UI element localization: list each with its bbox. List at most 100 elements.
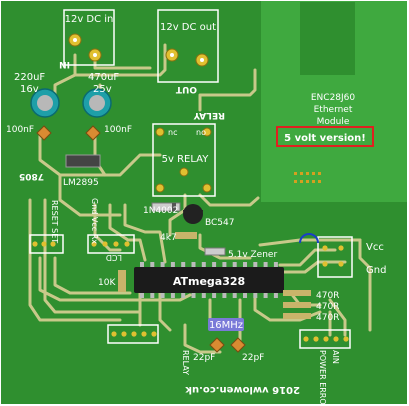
module-pin: [306, 180, 309, 183]
relay-pad: [202, 183, 212, 193]
trace: [168, 193, 187, 237]
ceramic-cap: [209, 337, 225, 353]
trace: [258, 238, 362, 247]
header-power-box: [299, 329, 351, 349]
resistor-470r-2: [283, 302, 311, 308]
header-pin: [151, 331, 157, 337]
label-22pf-a: 22pF: [193, 353, 215, 363]
chip-pin: [273, 262, 278, 267]
label-relay-nc: nc: [168, 128, 177, 137]
eth-warning-box: [276, 126, 374, 147]
chip-pin: [273, 293, 278, 298]
header-pin: [41, 241, 47, 247]
crystal-label: 16MHz: [209, 320, 243, 331]
header-lcd-box: [107, 324, 159, 344]
trace: [123, 203, 167, 264]
module-header-pins: [294, 172, 321, 183]
dc-in-box: [63, 9, 115, 66]
label-22pf-b: 22pF: [242, 353, 264, 363]
label-footer: 2016 vwlowen.co.uk: [185, 384, 300, 395]
trace: [278, 260, 347, 274]
connector-pads: [32, 33, 349, 342]
label-gnd: Gnd: [366, 265, 386, 276]
chip-pin: [232, 293, 237, 298]
trace: [198, 193, 260, 207]
trace: [358, 238, 372, 332]
label-regulator-mirror: 7805: [19, 171, 44, 181]
label-regulator: LM2895: [63, 178, 99, 188]
trace: [58, 153, 162, 177]
module-pin: [300, 172, 303, 175]
header-pin: [303, 336, 309, 342]
copper-traces: [28, 43, 372, 354]
header-pin: [131, 331, 137, 337]
header-pin: [322, 245, 328, 251]
module-pin: [294, 172, 297, 175]
label-dc-in: 12v DC in: [65, 14, 114, 25]
diode-band: [172, 203, 176, 211]
chip-pin: [191, 262, 196, 267]
chip-pin: [170, 293, 175, 298]
trace: [158, 290, 172, 332]
resistor-4k7: [175, 232, 197, 239]
trace: [73, 43, 167, 77]
label-nf2: 100nF: [104, 125, 132, 135]
header-pin: [333, 336, 339, 342]
header-vcc-box: [317, 236, 353, 278]
relay-box: [152, 123, 216, 197]
label-relay-mirror: RELAY: [193, 110, 225, 120]
module-inner-area: [262, 75, 405, 195]
label-vcc: Vcc: [366, 242, 384, 253]
label-power-error: POWER ERROR: [318, 350, 327, 406]
chip-pin: [170, 262, 175, 267]
module-pin: [312, 172, 315, 175]
regulator-body: [65, 154, 101, 168]
label-transistor: BC547: [205, 218, 234, 228]
mcu-label: ATmega328: [173, 275, 245, 288]
resistor-470r-3: [283, 313, 311, 319]
header-pin: [111, 331, 117, 337]
header-pin: [338, 245, 344, 251]
label-relay-bottom: RELAY: [181, 350, 190, 375]
pad-hole: [170, 53, 174, 57]
crystal-16mhz: [208, 318, 244, 331]
chip-pin: [191, 293, 196, 298]
label-gnd-vcc-rx: Gnd Vcc Rx: [90, 198, 99, 244]
eth-line3: Module: [317, 117, 350, 127]
pad-hole: [200, 58, 204, 62]
label-4k7: 4k7: [160, 233, 177, 243]
relay-pad: [179, 167, 189, 177]
trace: [198, 68, 257, 112]
label-relay-no: no: [196, 128, 206, 137]
eth-warning-text: 5 volt version!: [284, 133, 366, 144]
module-pin: [294, 180, 297, 183]
transistor-bc547: [183, 204, 203, 224]
trace: [183, 323, 222, 354]
module-pin: [312, 180, 315, 183]
relay-pad: [155, 127, 165, 137]
chip-pin: [263, 262, 268, 267]
led-outline: [299, 233, 319, 244]
chip-pin: [253, 262, 258, 267]
label-dc-out: 12v DC out: [160, 22, 216, 33]
label-zener: 5.1v Zener: [228, 250, 277, 260]
chip-pin: [140, 262, 144, 267]
header-pin: [121, 331, 127, 337]
module-antenna-area: [300, 2, 355, 75]
trace: [93, 203, 122, 252]
module-pin: [306, 172, 309, 175]
header-pin: [322, 261, 328, 267]
ceramic-cap: [85, 125, 101, 141]
trace: [43, 198, 142, 314]
chip-pin: [201, 262, 206, 267]
header-pin: [323, 336, 329, 342]
cap-top: [89, 95, 105, 111]
resistor-470r-1: [283, 290, 311, 296]
label-nf1: 100nF: [6, 125, 34, 135]
header-pin: [113, 241, 119, 247]
label-lcd: LCD: [106, 253, 122, 262]
chip-pin: [212, 293, 217, 298]
atmega-chip: [134, 267, 284, 293]
chip-pin: [181, 293, 186, 298]
